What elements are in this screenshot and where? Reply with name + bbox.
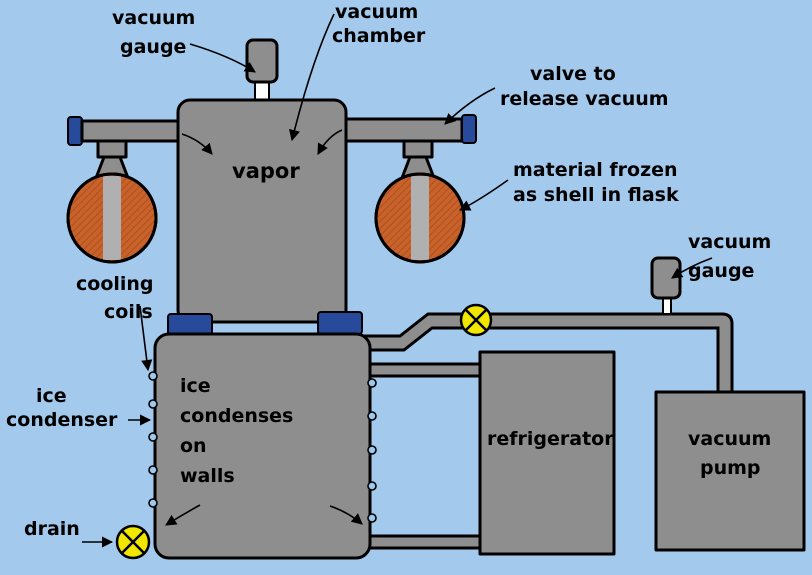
label-drain: drain: [24, 518, 80, 540]
valve-body-right: [344, 117, 464, 143]
flask-right-core: [411, 176, 429, 260]
pipe-valve-icon[interactable]: [459, 303, 493, 337]
valve-body-left: [80, 119, 180, 143]
label-vapor: vapor: [232, 159, 300, 183]
label-ice-condenses-4: walls: [180, 465, 235, 487]
label-ice-condenses-2: condenses: [180, 405, 293, 427]
label-valve-release-1: valve to: [530, 63, 616, 85]
arrow-coils: [139, 305, 153, 372]
cooling-coils-left: [148, 371, 158, 508]
arrow-valve-release: [444, 87, 496, 125]
flask-left-outline: [66, 172, 158, 264]
cooling-coils-right: [367, 378, 377, 523]
vacuum-gauge-top-icon: [245, 38, 279, 84]
arrow-chamber: [289, 13, 335, 142]
label-cooling-coils-1: cooling: [76, 273, 154, 295]
arrow-material: [458, 179, 509, 211]
arrow-vapor-right: [317, 129, 343, 155]
label-vacuum-chamber-2: chamber: [332, 25, 426, 47]
label-ice-condenser-2: condenser: [6, 409, 118, 431]
leader-arrows: [82, 13, 713, 548]
label-valve-release-2: release vacuum: [500, 88, 669, 110]
valve-knob-right[interactable]: [461, 114, 477, 144]
label-vacuum-gauge-top-1: vacuum: [112, 7, 195, 29]
vacuum-chamber: [176, 98, 348, 324]
label-ice-condenser-1: ice: [36, 385, 67, 407]
label-ice-condenses-1: ice: [180, 375, 211, 397]
valve-neck-left: [96, 139, 128, 159]
label-vacuum-gauge-top-2: gauge: [120, 36, 186, 58]
label-material-frozen-1: material frozen: [513, 159, 678, 181]
flask-right-outline: [374, 172, 466, 264]
refrigerant-pipe-bottom: [366, 534, 482, 550]
drain-valve-icon[interactable]: [115, 524, 151, 560]
arrow-ice-right: [329, 505, 363, 525]
vacuum-pump: [654, 390, 806, 552]
arrow-vapor-left: [181, 133, 213, 155]
valve-neck-right: [402, 139, 434, 159]
arrow-gauge-right: [671, 257, 713, 279]
vacuum-gauge-right-icon: [650, 256, 682, 300]
label-refrigerator: refrigerator: [487, 428, 614, 450]
label-cooling-coils-2: coils: [104, 301, 153, 323]
label-vacuum-pump-1: vacuum: [688, 428, 771, 450]
label-vacuum-pump-2: pump: [700, 457, 761, 479]
label-vacuum-gauge-right-1: vacuum: [688, 231, 771, 253]
seal-right: [317, 311, 363, 335]
refrigerator: [478, 350, 616, 556]
flask-left-core: [103, 176, 121, 260]
arrow-gauge-top: [189, 43, 256, 73]
label-vacuum-chamber-1: vacuum: [335, 1, 418, 23]
label-ice-condenses-3: on: [180, 435, 207, 457]
vacuum-pipe: [358, 312, 734, 396]
arrow-ice-left: [165, 504, 201, 526]
label-material-frozen-2: as shell in flask: [513, 184, 679, 206]
refrigerant-pipe-top: [366, 362, 482, 378]
valve-knob-left: [67, 116, 83, 146]
label-vacuum-gauge-right-2: gauge: [688, 260, 754, 282]
